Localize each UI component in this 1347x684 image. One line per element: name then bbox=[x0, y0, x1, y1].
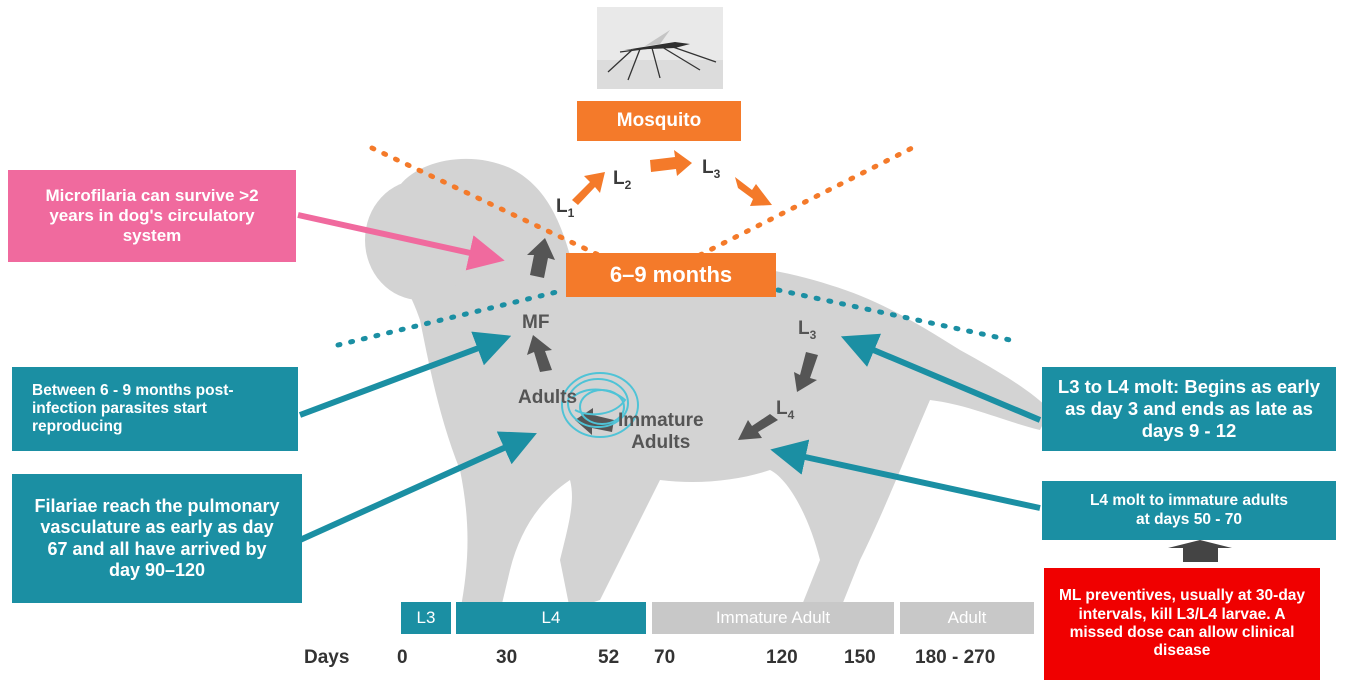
stage-l3-dog: L3 bbox=[798, 318, 816, 342]
mosquito-image bbox=[597, 7, 723, 89]
stage-l1: L1 bbox=[556, 196, 574, 220]
dog-silhouette bbox=[365, 159, 1050, 612]
day-tick: 120 bbox=[766, 647, 798, 669]
day-tick: 0 bbox=[397, 647, 408, 669]
timeline-segment-l4: L4 bbox=[456, 602, 646, 634]
stage-adults: Adults bbox=[518, 387, 577, 409]
day-tick: 52 bbox=[598, 647, 619, 669]
period-badge: 6–9 months bbox=[566, 253, 776, 297]
timeline-segment-adult: Adult bbox=[900, 602, 1034, 634]
filariae-callout: Filariae reach the pulmonary vasculature… bbox=[12, 474, 302, 603]
timeline-segment-immature-adult: Immature Adult bbox=[652, 602, 894, 634]
stage-l3-top: L3 bbox=[702, 157, 720, 181]
orange-cycle-arrows bbox=[572, 150, 772, 206]
reproducing-callout: Between 6 - 9 months post-infection para… bbox=[12, 367, 298, 451]
day-tick: 30 bbox=[496, 647, 517, 669]
day-tick: 180 - 270 bbox=[915, 647, 995, 669]
stage-l2: L2 bbox=[613, 168, 631, 192]
stage-mf: MF bbox=[522, 312, 549, 334]
mosquito-label: Mosquito bbox=[577, 101, 741, 141]
days-label: Days bbox=[304, 647, 349, 669]
day-tick: 70 bbox=[654, 647, 675, 669]
stage-l4-dog: L4 bbox=[776, 398, 794, 422]
day-tick: 150 bbox=[844, 647, 876, 669]
stage-immature-adults: Immature Adults bbox=[618, 410, 704, 454]
preventives-callout: ML preventives, usually at 30-day interv… bbox=[1044, 568, 1320, 680]
microfilaria-callout: Microfilaria can survive >2 years in dog… bbox=[8, 170, 296, 262]
l4-molt-callout: L4 molt to immature adults at days 50 - … bbox=[1042, 481, 1336, 540]
l3-l4-molt-callout: L3 to L4 molt: Begins as early as day 3 … bbox=[1042, 367, 1336, 451]
timeline-segment-l3: L3 bbox=[401, 602, 451, 634]
